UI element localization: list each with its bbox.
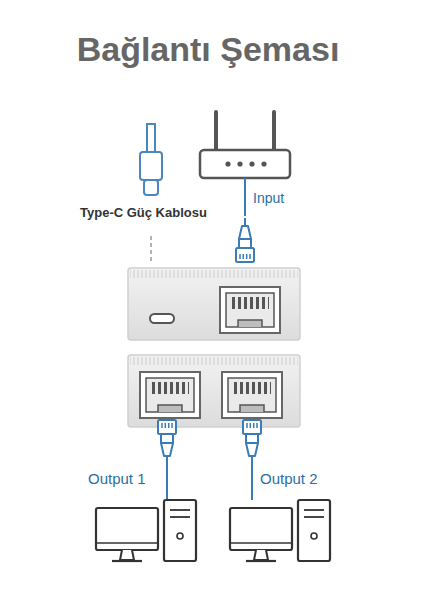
splitter-output-side [128,355,300,427]
port-label: Output 2 [260,470,318,487]
cable [251,464,253,500]
cable-label: Type-C Güç Kablosu [80,206,207,221]
port-label: Output 1 [88,470,146,487]
type-c-cable [140,124,162,262]
splitter-input-side [128,268,300,340]
router [200,112,290,216]
title: Bağlantı Şeması [0,30,420,69]
port-label: Input [253,190,284,206]
cable [166,464,168,500]
